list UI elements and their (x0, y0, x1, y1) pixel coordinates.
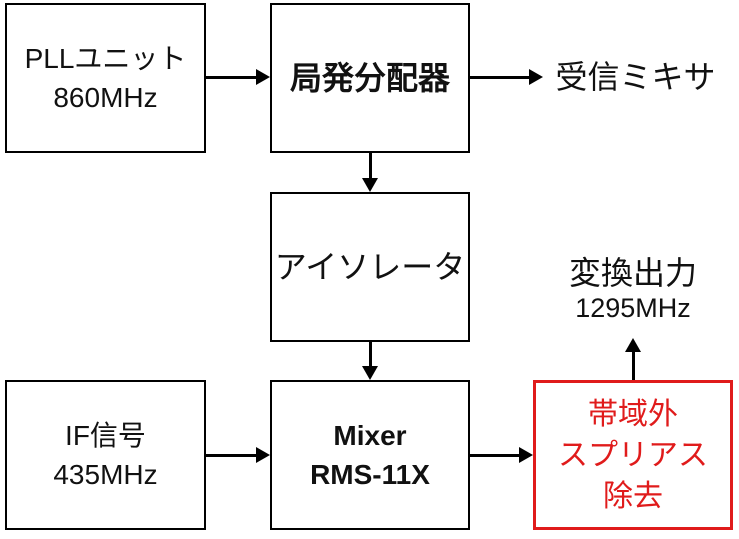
block-spurious-removal: 帯域外 スプリアス 除去 (533, 380, 733, 530)
output-label-text: 変換出力 (568, 255, 697, 291)
spurious-label-line2: スプリアス (558, 438, 708, 472)
block-pll-unit: PLLユニット 860MHz (5, 3, 206, 153)
isolator-label: アイソレータ (274, 248, 466, 285)
mixer-label: Mixer (333, 420, 407, 451)
output-label: 変換出力 1295MHz (548, 254, 718, 325)
pll-unit-label: PLLユニット (24, 43, 187, 74)
rx-mixer-label: 受信ミキサ (555, 59, 716, 95)
block-isolator: アイソレータ (270, 192, 470, 342)
if-signal-frequency: 435MHz (53, 459, 158, 490)
output-frequency: 1295MHz (575, 293, 691, 323)
pll-unit-frequency: 860MHz (53, 82, 158, 113)
block-mixer: Mixer RMS-11X (270, 380, 470, 530)
lo-distributor-label: 局発分配器 (289, 59, 450, 96)
mixer-model: RMS-11X (310, 459, 430, 490)
spurious-label-line3: 除去 (603, 479, 663, 513)
spurious-label-line1: 帯域外 (588, 397, 678, 431)
if-signal-label: IF信号 (65, 420, 146, 451)
block-if-signal: IF信号 435MHz (5, 380, 206, 530)
block-lo-distributor: 局発分配器 (270, 3, 470, 153)
